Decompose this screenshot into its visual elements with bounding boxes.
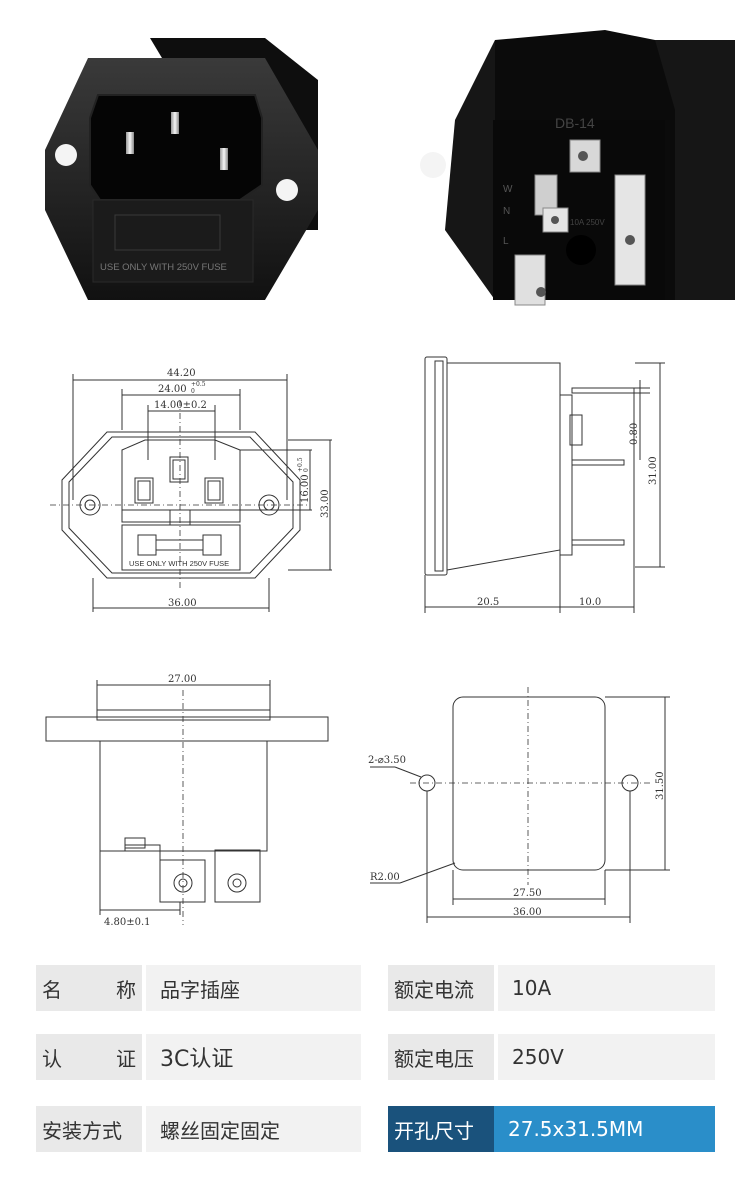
dim-width-total: 44.20 [167,368,196,379]
spec-label-current: 额定电流 [388,965,494,1011]
dim-cutout-height: 31.50 [655,771,666,800]
dim-fuse-tol2: 0 [191,388,195,395]
drawing-bottom-view: 27.00 4.80±0.1 [40,670,340,935]
spec-label-cert-b: 证 [116,1046,136,1071]
dim-height: 31.00 [648,456,659,485]
spec-row-name: 名 称 品字插座 [36,965,361,1011]
dim-height-total: 33.00 [320,489,331,518]
spec-row-cert: 认 证 3C认证 [36,1034,361,1080]
drawing-cutout-view: 2-⌀3.50 R2.00 31.50 27.50 36.00 [365,685,690,925]
spec-label-name-b: 称 [116,977,136,1002]
spec-value-name: 品字插座 [146,965,361,1011]
dim-gap: 0.80 [629,423,640,445]
terminal-mark-w: W [503,184,513,195]
dim-fuse-tol: +0.5 [191,381,206,388]
fuse-label-photo: USE ONLY WITH 250V FUSE [100,262,227,273]
model-text-photo: DB-14 [555,115,595,131]
spec-value-current: 10A [498,965,715,1011]
dim-height-tol: +0.5 [297,457,304,472]
dim-terminal-len: 10.0 [579,597,601,608]
dim-pin-span: 14.00±0.2 [154,400,207,411]
dim-cutout-width-inner: 27.50 [513,888,542,899]
dim-cutout-width-outer: 36.00 [513,907,542,918]
spec-value-voltage: 250V [498,1034,715,1080]
fuse-label-drawing: USE ONLY WITH 250V FUSE [129,559,229,568]
spec-label-cutout: 开孔尺寸 [388,1106,494,1152]
spec-label-install: 安装方式 [36,1106,142,1152]
dim-terminal: 4.80±0.1 [104,917,151,928]
spec-label-cert-a: 认 [42,1046,62,1071]
spec-row-cutout: 开孔尺寸 27.5x31.5MM [388,1106,715,1152]
dim-holes: 2-⌀3.50 [368,755,406,766]
dim-height-tol2: 0 [303,468,310,472]
spec-row-voltage: 额定电压 250V [388,1034,715,1080]
spec-label-voltage: 额定电压 [388,1034,494,1080]
product-photo-rear: DB-14 10A 250V W N L [375,0,750,330]
terminal-mark-l: L [503,236,509,247]
spec-value-cutout: 27.5x31.5MM [494,1106,715,1152]
dim-fuse-width: 24.00 [158,384,187,395]
spec-label-name-a: 名 [42,977,62,1002]
dim-height-inner: 16.00 [300,474,311,503]
dim-top-width: 27.00 [168,674,197,685]
drawing-front-view: 44.20 24.00 +0.5 0 14.00±0.2 16.00 +0.5 … [40,360,350,620]
rating-text-photo: 10A 250V [570,218,605,227]
spec-value-cert: 3C认证 [146,1034,361,1080]
terminal-mark-n: N [503,206,510,217]
product-photo-front: USE ONLY WITH 250V FUSE [0,0,375,330]
dim-bottom-width: 36.00 [168,598,197,609]
spec-label-name: 名 称 [36,965,142,1011]
spec-row-current: 额定电流 10A [388,965,715,1011]
spec-row-install: 安装方式 螺丝固定固定 [36,1106,361,1152]
drawing-side-view: 0.80 31.00 20.5 10.0 [415,355,665,615]
dim-body-depth: 20.5 [477,597,499,608]
spec-value-install: 螺丝固定固定 [146,1106,361,1152]
spec-label-cert: 认 证 [36,1034,142,1080]
dim-radius: R2.00 [370,872,400,883]
